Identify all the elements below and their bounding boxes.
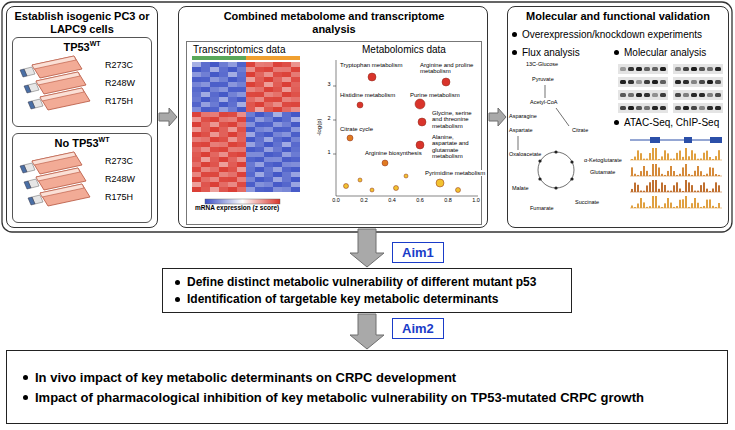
pathway-label: Alanine, aspartate and glutamate metabol…: [432, 134, 469, 159]
tick-label: 1: [327, 149, 330, 155]
mutation-label: R248W: [105, 174, 135, 184]
bullet-dot: [614, 120, 619, 125]
metabolite-label: Citrate: [572, 127, 588, 133]
panel-heading: Molecular and functional validation: [526, 10, 710, 22]
tick-label: 1.0: [472, 197, 480, 203]
panel-heading: Combined metabolome and transcriptome an…: [224, 10, 445, 35]
metabolite-label: Fumarate: [530, 205, 554, 211]
bullet-row: Define distinct metabolic vulnerability …: [175, 275, 559, 289]
bullet-text: Define distinct metabolic vulnerability …: [187, 275, 536, 289]
aim-box: In vivo impact of key metabolic determin…: [6, 350, 728, 424]
bullet-dot: [512, 32, 517, 37]
bullet-text: ATAC-Seq, ChIP-Seq: [624, 117, 719, 129]
cell-group-box: TP53WT R273C R248W R175H: [12, 37, 152, 127]
tick-label: 0.4: [388, 197, 396, 203]
bullet-row: Identification of targetable key metabol…: [175, 292, 559, 306]
mutation-label: R175H: [105, 96, 133, 106]
bullet-text: Impact of pharmacological inhibition of …: [35, 390, 644, 405]
pathway-label: Arginine and proline metabolism: [420, 62, 473, 74]
heatmap: [192, 62, 300, 192]
bullet-dot: [23, 395, 28, 400]
metabolite-label: Pyruvate: [532, 76, 554, 82]
mutation-label: R248W: [105, 78, 135, 88]
process-panel: Molecular and functional validationOvere…: [507, 6, 729, 228]
bullet-row: Impact of pharmacological inhibition of …: [23, 390, 711, 405]
bullet-text: Identification of targetable key metabol…: [187, 292, 498, 306]
bullet-text: Molecular analysis: [624, 47, 706, 59]
bullet-dot: [175, 297, 180, 302]
metabolite-label: α-Ketoglutarate: [584, 157, 622, 163]
aim-label: Aim1: [392, 242, 444, 263]
group-heading: WT: [99, 136, 110, 143]
pathway-label: Histidine metabolism: [340, 92, 395, 98]
pathway-label: Arginine biosynthesis: [365, 150, 422, 156]
group-heading: TP53: [63, 41, 89, 53]
tick-label: 2: [327, 115, 330, 121]
data-title: Metabolomics data: [362, 44, 446, 55]
flux-points: [538, 150, 573, 189]
tick-label: 0.8: [444, 197, 452, 203]
tick-label: 0.6: [416, 197, 424, 203]
aim-box: Define distinct metabolic vulnerability …: [162, 268, 572, 313]
sequencing-tracks: [630, 137, 722, 208]
axis-title: mRNA expression (z score): [195, 204, 279, 211]
bullet-text: Overexpression/knockdown experiments: [522, 29, 702, 41]
bullet-dot: [614, 50, 619, 55]
mutation-label: R175H: [105, 192, 133, 202]
flux-diagram: [518, 85, 574, 188]
bullet-text: In vivo impact of key metabolic determin…: [35, 370, 456, 385]
western-blot: [618, 64, 723, 113]
block-arrow: [159, 108, 177, 126]
outer-frame: [2, 2, 732, 232]
aim-text: Aim1: [402, 245, 434, 260]
cell-group-box: No TP53WT R273C R248W R175H: [12, 133, 152, 223]
metabolite-label: Succinate: [575, 199, 599, 205]
mutation-label: R273C: [105, 156, 133, 166]
flask-stack: [20, 56, 90, 206]
pathway-label: Tryptophan metabolism: [340, 62, 402, 68]
group-bar: [192, 56, 246, 60]
group-heading: No TP53: [55, 137, 99, 149]
aim-text: Aim2: [402, 321, 434, 336]
bullet-text: Flux analysis: [522, 47, 580, 59]
panel-heading: Establish isogenic PC3 or LAPC9 cells: [14, 10, 149, 35]
process-panel: Establish isogenic PC3 or LAPC9 cellsTP5…: [6, 6, 158, 228]
mutation-label: R273C: [105, 60, 133, 70]
color-bar: [205, 199, 280, 204]
block-arrow: [350, 229, 384, 267]
metabolite-label: Acetyl-CoA: [530, 99, 558, 105]
data-title: Transcriptomics data: [193, 44, 285, 55]
block-arrow: [350, 314, 384, 349]
pathway-label: Purine metabolism: [410, 92, 460, 98]
axis-title: -log(p): [316, 118, 322, 135]
tick-label: 0.0: [332, 197, 340, 203]
metabolite-label: Malate: [512, 185, 529, 191]
metabolite-label: Asparagine: [509, 113, 537, 119]
bullet-dot: [175, 280, 180, 285]
pathway-label: Pyrimidine metabolism: [425, 170, 485, 176]
block-arrow: [489, 108, 506, 126]
pathway-label: Citrate cycle: [340, 126, 373, 132]
bullet-dot: [23, 375, 28, 380]
bullet-row: In vivo impact of key metabolic determin…: [23, 370, 711, 385]
group-heading: WT: [90, 40, 101, 47]
metabolite-label: Glutamate: [590, 169, 615, 175]
tick-label: 3: [327, 81, 330, 87]
tick-label: 0.2: [360, 197, 368, 203]
bullet-dot: [512, 50, 517, 55]
metabolite-label: 13C-Glucose: [526, 61, 558, 67]
aim-label: Aim2: [392, 318, 444, 339]
metabolite-label: Oxaloacetate: [509, 151, 541, 157]
metabolite-label: Aspartate: [509, 127, 533, 133]
pathway-label: Glycine, serine and threonine metabolism: [432, 110, 472, 129]
group-bar: [246, 56, 300, 60]
